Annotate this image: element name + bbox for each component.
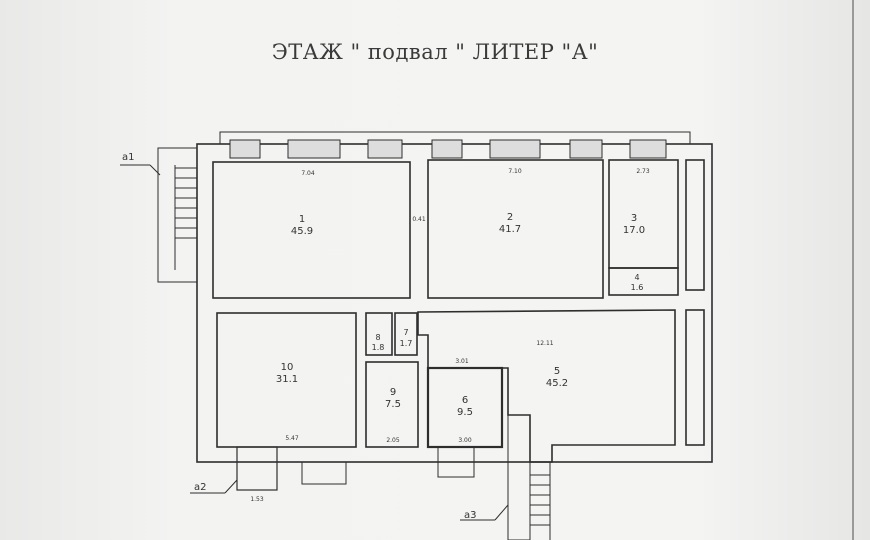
room-4-num: 4 xyxy=(634,273,639,282)
room-9-area: 7.5 xyxy=(385,399,401,410)
dim-room6-bottom: 3.00 xyxy=(458,437,472,444)
room-1-area: 45.9 xyxy=(291,226,313,237)
room-3-area: 17.0 xyxy=(623,225,645,236)
dim-room10-bottom: 5.47 xyxy=(285,435,299,442)
room-10-num: 10 xyxy=(281,362,294,373)
marker-a3: а3 xyxy=(464,510,477,521)
room-1 xyxy=(212,161,411,299)
light-well xyxy=(301,461,347,485)
room-2 xyxy=(427,159,604,299)
room-9-num: 9 xyxy=(390,387,396,398)
room-2-area: 41.7 xyxy=(499,224,521,235)
room-9 xyxy=(365,361,419,448)
room-3 xyxy=(608,159,679,269)
porch-left xyxy=(236,446,278,491)
dim-room9-bottom: 2.05 xyxy=(386,437,400,444)
dim-corridor: 0.41 xyxy=(412,216,426,223)
marker-a1: а1 xyxy=(122,152,135,163)
room-7-num: 7 xyxy=(403,328,408,337)
room-7-area: 1.7 xyxy=(400,339,413,348)
room-1-num: 1 xyxy=(299,214,305,225)
dim-room3-top: 2.73 xyxy=(636,168,650,175)
bottom-staircase xyxy=(507,414,552,540)
plan-title: ЭТАЖ " подвал " ЛИТЕР "А" xyxy=(271,40,599,64)
room-3-num: 3 xyxy=(631,213,637,224)
room-6-area: 9.5 xyxy=(457,407,473,418)
marker-leaders xyxy=(120,164,509,521)
outer-walls xyxy=(196,131,713,463)
room-8 xyxy=(365,312,393,356)
room-7 xyxy=(394,312,418,356)
light-well-2 xyxy=(437,446,475,478)
room-2-num: 2 xyxy=(507,212,513,223)
room-10-area: 31.1 xyxy=(276,374,298,385)
room-6-num: 6 xyxy=(462,395,468,406)
dim-room1-top: 7.04 xyxy=(301,170,315,177)
left-staircase xyxy=(157,147,198,283)
room-5-area: 45.2 xyxy=(546,378,568,389)
marker-a2: а2 xyxy=(194,482,207,493)
room-5-num: 5 xyxy=(554,366,560,377)
right-strip xyxy=(685,159,705,291)
room-10 xyxy=(216,312,357,448)
room-4 xyxy=(608,267,679,296)
room-4-area: 1.6 xyxy=(631,283,644,292)
dim-room6-top: 3.01 xyxy=(455,358,469,365)
room-8-num: 8 xyxy=(375,333,380,342)
dim-room5-top: 12.11 xyxy=(536,340,553,347)
paper-edge xyxy=(852,0,854,540)
right-strip-lower xyxy=(685,309,705,446)
room-8-area: 1.8 xyxy=(372,343,385,352)
dim-room2-top: 7.10 xyxy=(508,168,522,175)
dim-porch: 1.53 xyxy=(250,496,264,503)
